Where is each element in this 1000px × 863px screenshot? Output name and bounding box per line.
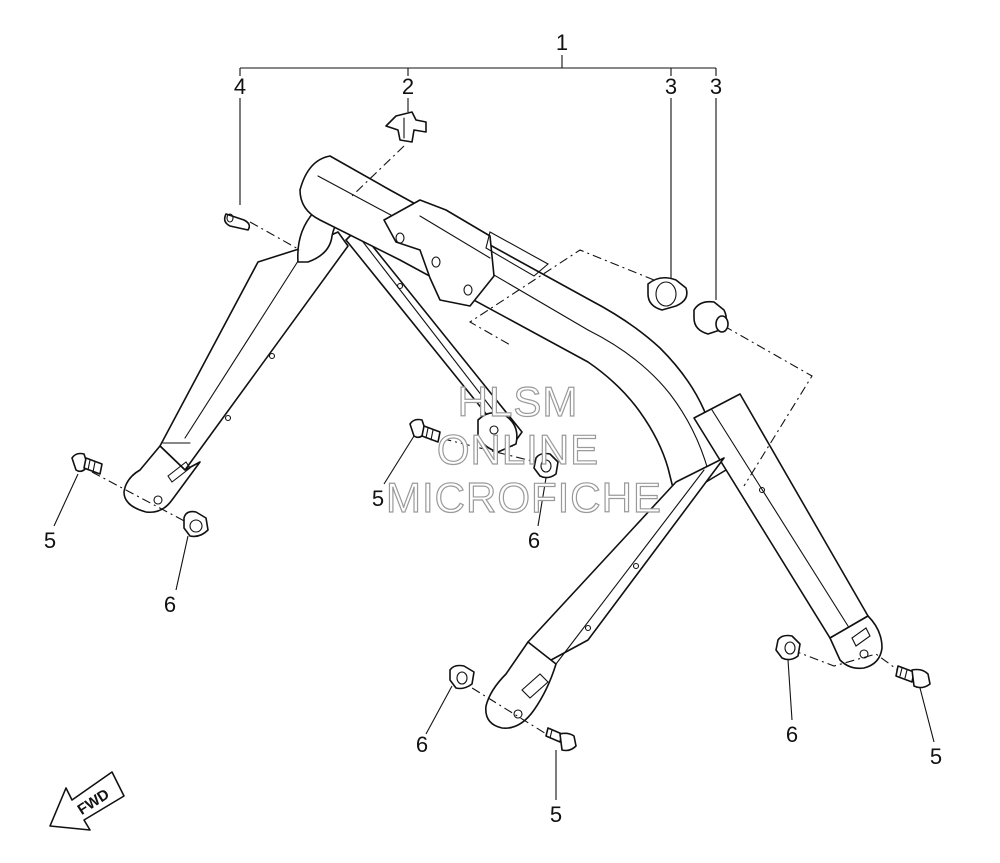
callout-1: 1 — [556, 30, 568, 55]
nut-part-6-bottom — [449, 664, 475, 690]
callout-5-left: 5 — [44, 528, 56, 553]
leader-5-left — [53, 473, 79, 527]
callout-4: 4 — [234, 74, 246, 99]
nut-part-6-left — [183, 510, 209, 538]
leader-6-bottom — [425, 685, 453, 735]
bolt-part-5-right — [895, 665, 931, 689]
callout-2: 2 — [402, 74, 414, 99]
assembly-lines — [91, 145, 907, 741]
callout-6-mid: 6 — [528, 528, 540, 553]
leader-5-right — [919, 687, 935, 743]
pin-part-4 — [223, 213, 251, 231]
callout-5-bottom: 5 — [550, 802, 562, 827]
bolt-part-5-bottom — [545, 727, 577, 752]
nut-part-6-right — [775, 634, 801, 661]
callout-6-right: 6 — [786, 722, 798, 747]
leader-6-right — [787, 659, 793, 721]
leader-5-mid — [383, 435, 415, 485]
watermark-line-1: HLSM — [458, 378, 579, 425]
right-leg-rear — [693, 393, 883, 670]
bumper-part-3a — [647, 276, 688, 311]
callout-5-right: 5 — [930, 744, 942, 769]
center-leg — [345, 227, 523, 453]
clamp-part-2 — [385, 111, 427, 143]
leader-6-mid — [537, 477, 547, 527]
left-leg — [123, 231, 349, 514]
leader-6-left — [175, 535, 189, 591]
nut-part-6-mid — [533, 452, 559, 479]
callout-3b: 3 — [710, 74, 722, 99]
bolt-part-5-left — [71, 452, 103, 475]
callout-6-bottom: 6 — [416, 732, 428, 757]
watermark: HLSM ONLINE MICROFICHE — [385, 377, 662, 521]
watermark-line-2: ONLINE — [437, 426, 599, 473]
callout-3a: 3 — [665, 74, 677, 99]
right-leg-front — [485, 457, 725, 729]
watermark-line-3: MICROFICHE — [386, 474, 662, 521]
callout-5-mid: 5 — [372, 486, 384, 511]
callout-6-left: 6 — [164, 592, 176, 617]
callout-1-bracket — [239, 55, 717, 76]
bumper-part-3b — [693, 300, 729, 335]
forward-direction-arrow: FWD — [49, 771, 125, 831]
bolt-part-5-mid — [409, 418, 441, 443]
